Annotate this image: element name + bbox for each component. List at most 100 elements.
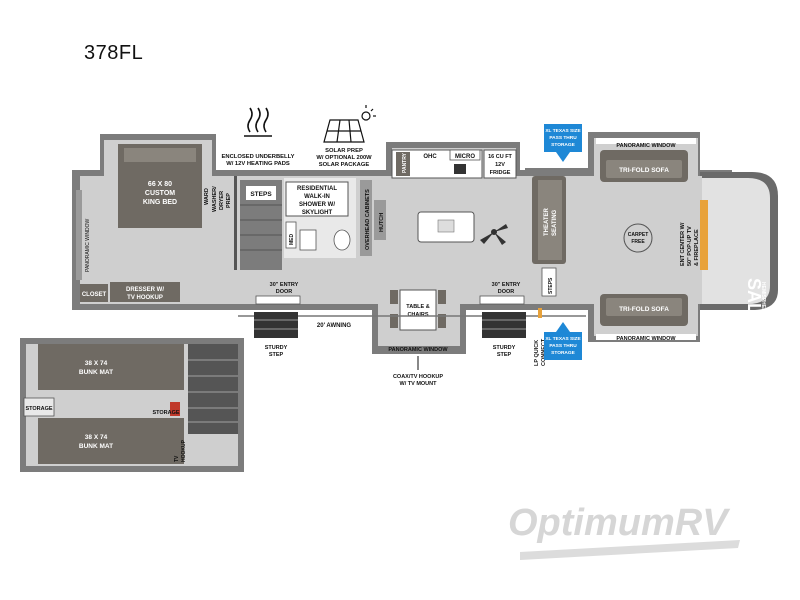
sturdy-right-label-1: STURDY — [493, 345, 516, 351]
dresser-label-2: TV HOOKUP — [127, 295, 163, 301]
entry-door-right — [479, 295, 525, 305]
ent-label-3: & FIREPLACE — [694, 229, 700, 266]
theater-seat-cushion — [538, 180, 562, 260]
microwave — [449, 149, 481, 161]
closet — [80, 284, 108, 302]
theater-label-1: THEATER — [544, 207, 550, 236]
steps-label: STEPS — [250, 191, 272, 198]
toilet — [333, 229, 351, 251]
panoramic-window-top — [596, 138, 696, 144]
fridge-label-3: FRIDGE — [490, 170, 511, 176]
bunk-mat-top — [38, 344, 184, 390]
lp-label-1: LP QUICK — [534, 340, 540, 366]
enclosed-label-2: W/ 12V HEATING PADS — [226, 161, 290, 167]
dining-table — [399, 289, 437, 331]
bunk-bot-label-2: BUNK MAT — [79, 443, 113, 450]
steps-right-label: STEPS — [548, 277, 554, 294]
bed-label-3: KING BED — [143, 199, 177, 206]
storage-left-label: STORAGE — [25, 406, 52, 412]
front-cap-floor — [702, 178, 770, 304]
ent-label-2: 50" POP-UP TV — [687, 226, 693, 266]
dresser-label-1: DRESSER W/ — [126, 287, 164, 293]
hutch — [374, 200, 386, 240]
solar-panel-icon — [323, 105, 376, 143]
stove — [454, 164, 466, 174]
coax-label-2: W/ TV MOUNT — [400, 381, 438, 387]
sturdy-left-label-2: STEP — [269, 352, 284, 358]
carpet-label-1: CARPET — [628, 232, 649, 238]
bed-pillows — [124, 148, 196, 162]
right-steps — [541, 267, 557, 297]
wardrobe-label: WARD — [204, 188, 210, 205]
xl-storage-bottom-badge — [544, 332, 582, 360]
sofa-bottom-cushion — [606, 298, 682, 316]
sofa-top-label: TRI-FOLD SOFA — [619, 167, 669, 174]
watermark-text: OptimumRV — [508, 502, 730, 544]
xl-bot-label-3: STORAGE — [551, 350, 575, 356]
med-label: MED — [289, 234, 295, 246]
bunk-top-label-1: 38 X 74 — [85, 360, 108, 367]
watermark-road-icon — [520, 540, 740, 560]
xl-bot-label-1: XL TEXAS SIZE — [545, 336, 581, 342]
xl-top-label-1: XL TEXAS SIZE — [545, 128, 581, 134]
overhead-cabinets — [360, 180, 372, 256]
sturdy-step-left — [254, 312, 298, 338]
brand-sub: HEMISPHERE — [760, 282, 766, 316]
tv-hookup-label-1: TV — [174, 455, 180, 462]
storage-right-marker — [170, 402, 180, 416]
entry-left-label-1: 30" ENTRY — [270, 282, 299, 288]
dresser — [110, 282, 180, 302]
panoramic-bottom-label: PANORAMIC WINDOW — [616, 336, 676, 342]
bedroom-wall — [234, 176, 237, 270]
xl-bottom-arrow-icon — [556, 322, 570, 332]
interior-steps — [240, 180, 282, 270]
loft-stairs — [188, 344, 238, 434]
sturdy-left-label-1: STURDY — [265, 345, 288, 351]
bath-sink — [299, 229, 317, 251]
entry-left-label-2: DOOR — [276, 289, 293, 295]
solar-label-3: SOLAR PACKAGE — [319, 162, 370, 168]
xl-storage-top-badge — [544, 124, 582, 152]
panoramic-window-bottom — [596, 334, 696, 340]
entry-right-label-2: DOOR — [498, 289, 515, 295]
washer-label-2: DRYER — [219, 191, 225, 210]
medicine-cabinet — [285, 221, 297, 249]
table-label-1: TABLE & — [406, 304, 429, 310]
chair-1 — [390, 290, 398, 304]
sturdy-right-label-2: STEP — [497, 352, 512, 358]
heating-icon — [244, 107, 272, 137]
storage-right-label: STORAGE — [152, 410, 179, 416]
xl-top-label-3: STORAGE — [551, 142, 575, 148]
panoramic-center-label: PANORAMIC WINDOW — [388, 347, 448, 353]
island-sink — [437, 219, 455, 233]
fridge — [483, 149, 517, 179]
xl-bot-label-2: PASS THRU — [549, 343, 577, 349]
washer-label-1: WASHER/ — [212, 186, 218, 212]
rear-window-label: PANORAMIC WINDOW — [85, 218, 91, 272]
model-title: 378FL — [84, 42, 144, 64]
panoramic-top-label: PANORAMIC WINDOW — [616, 143, 676, 149]
micro-label: MICRO — [455, 154, 475, 160]
ceiling-fan-icon — [480, 224, 508, 245]
bunk-loft-inset: 38 X 74 BUNK MAT 38 X 74 BUNK MAT STORAG… — [20, 338, 244, 472]
shower-label-4: SKYLIGHT — [302, 210, 333, 216]
fridge-label-1: 16 CU FT — [488, 154, 512, 160]
xl-top-label-2: PASS THRU — [549, 135, 577, 141]
awning-label: 20' AWNING — [317, 323, 352, 329]
storage-left — [23, 397, 55, 417]
hutch-label: HUTCH — [379, 213, 385, 232]
ent-label-1: ENT CENTER W/ — [680, 222, 686, 266]
closet-label: CLOSET — [82, 292, 107, 298]
lp-connector — [538, 308, 542, 318]
sofa-top-cushion — [606, 160, 682, 178]
sofa-bottom-label: TRI-FOLD SOFA — [619, 306, 669, 313]
shower-label-1: RESIDENTIAL — [297, 186, 337, 192]
carpet-free-badge — [623, 223, 653, 253]
washer-label-3: PREP — [226, 193, 232, 208]
chair-4 — [438, 314, 446, 328]
fireplace — [700, 200, 708, 270]
overhead-label: OVERHEAD CABINETS — [365, 189, 371, 250]
sturdy-step-right — [482, 312, 526, 338]
main-floorplan: 66 X 80 CUSTOM KING BED PANORAMIC WINDOW… — [72, 105, 778, 387]
